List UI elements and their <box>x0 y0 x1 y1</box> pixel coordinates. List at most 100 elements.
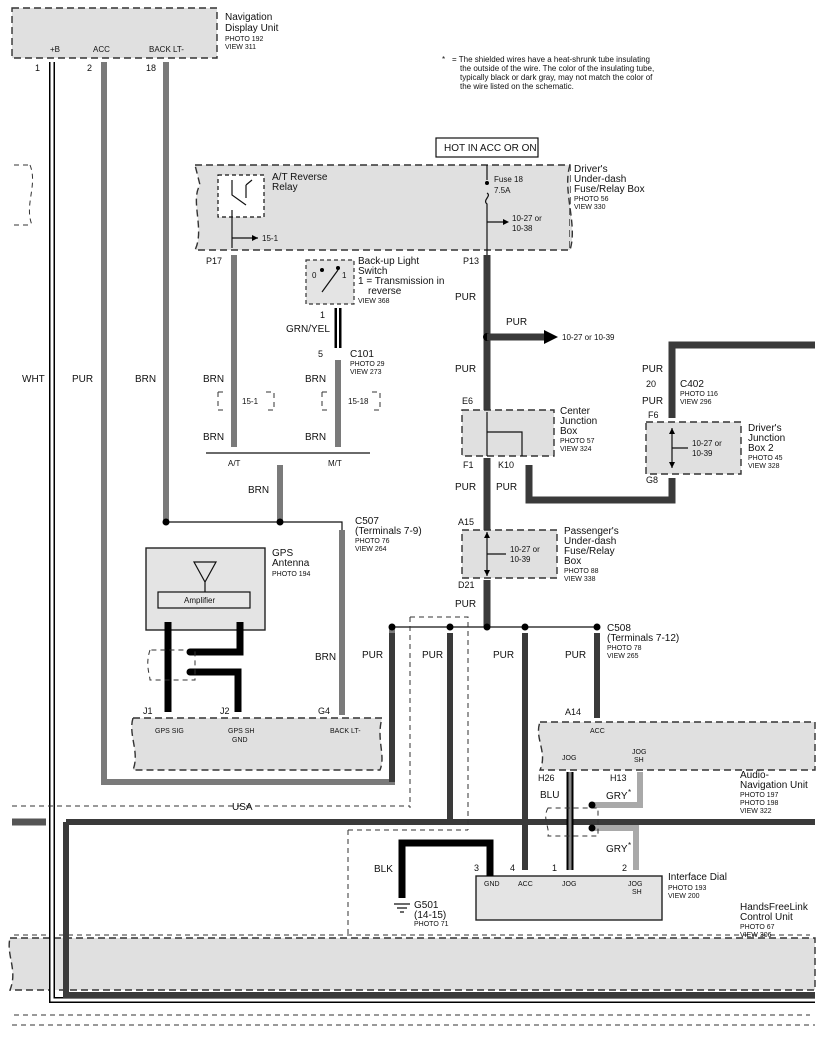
brn-c507-label: BRN <box>315 652 336 663</box>
jb2-title-2: Junction <box>748 433 785 444</box>
relay-ref: 15-1 <box>262 234 279 243</box>
dial-pin-4: 4 <box>510 863 515 873</box>
dial-view: VIEW 200 <box>668 893 700 900</box>
pass-ref-1: 10-27 or <box>510 545 540 554</box>
fuse-name: Fuse 18 <box>494 175 523 184</box>
nav-pin-b-label: +B <box>50 45 60 54</box>
backup-light-switch: 0 1 Back-up Light Switch 1 = Transmissio… <box>305 256 444 320</box>
dial-acc: ACC <box>518 881 533 888</box>
blk-label: BLK <box>374 864 393 875</box>
note-line-3: typically black or dark gray, may not ma… <box>460 73 653 82</box>
fuse-box-view: VIEW 330 <box>574 204 606 211</box>
c507-junction: C507 (Terminals 7-9) PHOTO 76 VIEW 264 B… <box>162 516 422 715</box>
relay-title-2: Relay <box>272 182 298 193</box>
connector-15-18: 15-18 <box>348 397 369 406</box>
at-label: A/T <box>228 459 241 468</box>
pin-f1: F1 <box>463 460 474 470</box>
dial-title: Interface Dial <box>668 872 727 883</box>
gps-antenna: Amplifier GPS Antenna PHOTO 194 <box>145 547 310 712</box>
pur-c402-bottom: PUR <box>642 396 663 407</box>
pass-title-2: Under-dash <box>564 536 616 547</box>
pur-label-left: PUR <box>72 374 93 385</box>
nav-pin-1: 1 <box>35 63 40 73</box>
jog-wires: BLU GRY * GRY * <box>540 772 643 870</box>
pin-g4: G4 <box>318 706 330 716</box>
pur-c508-4: PUR <box>565 650 586 661</box>
ground-ref: (14-15) <box>414 910 446 921</box>
c101-pin: 5 <box>318 349 323 359</box>
pin-h26: H26 <box>538 773 555 783</box>
pur-d21-label: PUR <box>455 599 476 610</box>
note-star: * <box>442 55 445 64</box>
an-title-2: Navigation Unit <box>740 780 808 791</box>
gps-photo: PHOTO 194 <box>272 571 310 578</box>
gps-title-1: GPS <box>272 548 293 559</box>
gps-gnd-label: GND <box>232 737 248 744</box>
c101-name: C101 <box>350 349 374 360</box>
pass-view: VIEW 338 <box>564 576 596 583</box>
c508-view: VIEW 265 <box>607 653 639 660</box>
fuse-amps: 7.5A <box>494 186 511 195</box>
navigation-display-unit: Navigation Display Unit PHOTO 192 VIEW 3… <box>11 7 279 73</box>
wire-brn-back: BRN <box>135 62 169 522</box>
dial-jog: JOG <box>562 881 576 888</box>
hot-label-text: HOT IN ACC OR ON <box>444 143 537 154</box>
dial-pin-2: 2 <box>622 863 627 873</box>
nav-pin-acc-label: ACC <box>93 45 110 54</box>
an-jog-label: JOG <box>562 755 576 762</box>
an-title-1: Audio- <box>740 770 769 781</box>
pass-photo: PHOTO 88 <box>564 568 599 575</box>
pur-c402-top: PUR <box>642 364 663 375</box>
dial-jog-sh-2: SH <box>632 889 642 896</box>
an-jog-sh-1: JOG <box>632 749 646 756</box>
hot-label: HOT IN ACC OR ON <box>435 137 539 158</box>
jb2-ref-1: 10-27 or <box>692 439 722 448</box>
dial-jog-sh-1: JOG <box>628 881 642 888</box>
pin-k10: K10 <box>498 460 514 470</box>
center-jb-title-1: Center <box>560 406 591 417</box>
jb2-photo: PHOTO 45 <box>748 455 783 462</box>
note-line-4: the wire listed on the schematic. <box>460 82 574 91</box>
c101-photo: PHOTO 29 <box>350 361 385 368</box>
pin-g8: G8 <box>646 475 658 485</box>
c507-name: C507 <box>355 516 379 527</box>
gps-sig-label: GPS SIG <box>155 728 184 735</box>
brn-mt-2: BRN <box>305 432 326 443</box>
wire-brn-at: BRN BRN <box>203 255 237 447</box>
an-jog-sh-2: SH <box>634 757 644 764</box>
fuse-ref-1: 10-27 or <box>512 214 542 223</box>
nav-pin-2: 2 <box>87 63 92 73</box>
c402-view: VIEW 296 <box>680 399 712 406</box>
pass-title-1: Passenger's <box>564 526 619 537</box>
switch-pos-1: 1 <box>342 271 347 280</box>
pin-p13: P13 <box>463 256 479 266</box>
brn-mt-1: BRN <box>305 374 326 385</box>
switch-pin-1: 1 <box>320 310 325 320</box>
an-photo-1: PHOTO 197 <box>740 792 778 799</box>
c507-view: VIEW 264 <box>355 546 387 553</box>
relay-title-1: A/T Reverse <box>272 172 328 183</box>
center-jb-title-2: Junction <box>560 416 597 427</box>
hfl-title-1: HandsFreeLink <box>740 902 809 913</box>
nav-unit-title-2: Display Unit <box>225 23 279 34</box>
nav-unit-photo: PHOTO 192 <box>225 36 263 43</box>
pin-j1: J1 <box>143 706 153 716</box>
c507-terms: (Terminals 7-9) <box>355 526 422 537</box>
wht-label: WHT <box>22 374 45 385</box>
jb2-view: VIEW 328 <box>748 463 780 470</box>
dial-gnd: GND <box>484 881 500 888</box>
fuse-box-photo: PHOTO 56 <box>574 196 609 203</box>
dial-pin-3: 3 <box>474 863 479 873</box>
switch-pos-0: 0 <box>312 271 317 280</box>
dial-pin-1: 1 <box>552 863 557 873</box>
pur-f1-label: PUR <box>455 482 476 493</box>
c402-drivers-jb2: PUR 20 C402 PHOTO 116 VIEW 296 PUR F6 10… <box>525 341 815 504</box>
pin-d21: D21 <box>458 580 475 590</box>
interface-dial: 3 4 1 2 GND ACC JOG JOG SH Interface Dia… <box>474 863 727 921</box>
audio-navigation-unit: A14 ACC JOG JOG SH H26 H13 Audio- Naviga… <box>537 707 816 815</box>
nav-unit-title-1: Navigation <box>225 12 272 23</box>
gps-title-2: Antenna <box>272 558 310 569</box>
usa-label: USA <box>232 802 253 813</box>
c402-name: C402 <box>680 379 704 390</box>
fuse-box-title-1: Driver's <box>574 164 608 175</box>
